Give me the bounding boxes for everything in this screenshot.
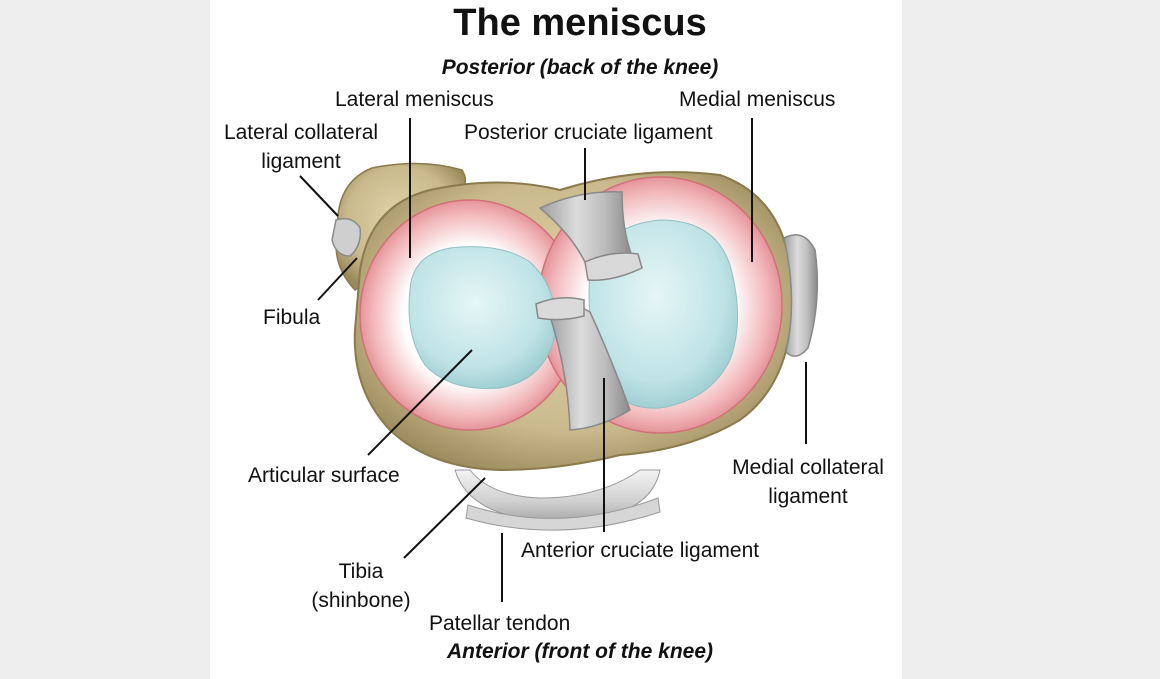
- medial-collateral-line2: ligament: [722, 482, 894, 511]
- lateral-articular-surface: [409, 247, 556, 389]
- tibia-line2: (shinbone): [300, 586, 422, 615]
- tibia-label: Tibia (shinbone): [300, 557, 422, 615]
- patellar-tendon-label: Patellar tendon: [429, 609, 570, 638]
- anterior-label: Anterior (front of the knee): [0, 640, 1160, 664]
- lateral-collateral-line1: Lateral collateral: [214, 118, 388, 147]
- posterior-label: Posterior (back of the knee): [0, 56, 1160, 80]
- fibula-label: Fibula: [263, 303, 320, 332]
- tibia-line1: Tibia: [300, 557, 422, 586]
- lateral-collateral-label: Lateral collateral ligament: [214, 118, 388, 176]
- anterior-cruciate-label: Anterior cruciate ligament: [521, 536, 759, 565]
- medial-meniscus-label: Medial meniscus: [679, 85, 835, 114]
- lateral-collateral-shape: [332, 219, 360, 256]
- anterior-cruciate-end: [536, 298, 584, 320]
- page-title: The meniscus: [0, 0, 1160, 46]
- lateral-collateral-line2: ligament: [214, 147, 388, 176]
- lateral-meniscus-label: Lateral meniscus: [335, 85, 494, 114]
- medial-collateral-label: Medial collateral ligament: [722, 453, 894, 511]
- posterior-cruciate-label: Posterior cruciate ligament: [464, 118, 713, 147]
- articular-surface-label: Articular surface: [248, 461, 400, 490]
- medial-collateral-line1: Medial collateral: [722, 453, 894, 482]
